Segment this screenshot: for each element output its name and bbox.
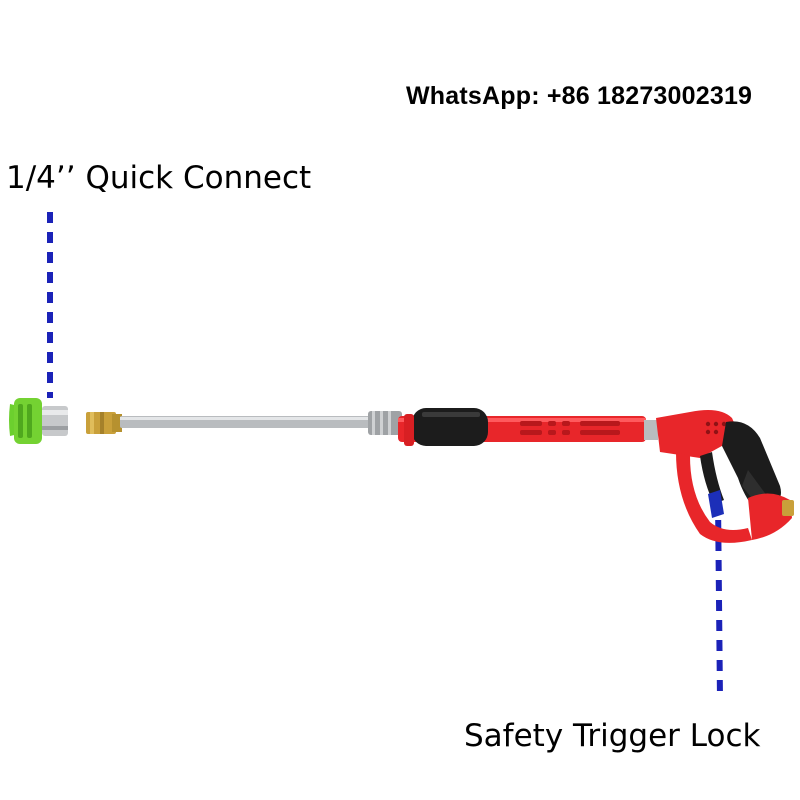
quick-connect-label: 1/4’’ Quick Connect — [6, 160, 312, 196]
whatsapp-contact: WhatsApp: +86 18273002319 — [406, 82, 753, 110]
green-quick-connect-nozzle-icon — [9, 398, 68, 444]
extension-wand-icon — [398, 408, 658, 446]
brass-coupler-icon — [86, 412, 122, 434]
wand-coupling-icon — [368, 411, 402, 435]
safety-trigger-lock-label: Safety Trigger Lock — [464, 718, 761, 754]
safety-trigger-callout-line — [715, 499, 723, 701]
red-pressure-washer-gun-icon — [656, 410, 794, 543]
